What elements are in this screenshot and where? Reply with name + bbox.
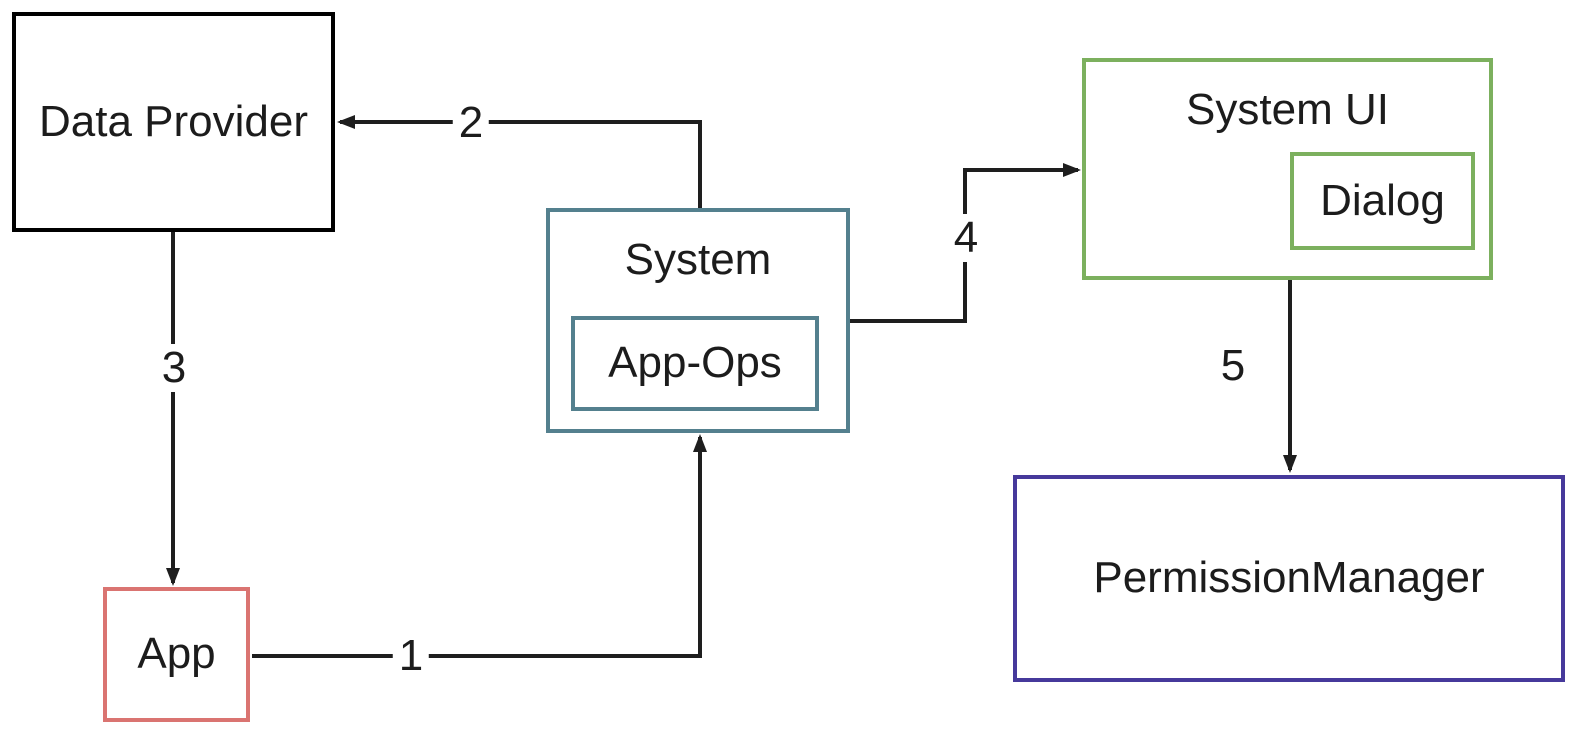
node-permission-manager-label: PermissionManager	[1093, 553, 1485, 603]
node-permission-manager: PermissionManager	[1013, 475, 1565, 682]
arrow-2-line	[337, 115, 702, 208]
node-data-provider: Data Provider	[12, 12, 335, 232]
arrow-2-label: 2	[452, 99, 490, 147]
arrow-3-label: 3	[155, 344, 193, 392]
arrow-1-label: 1	[392, 632, 430, 680]
node-system-ui: System UI Dialog	[1082, 58, 1493, 280]
node-dialog-label: Dialog	[1320, 175, 1445, 225]
arrow-4-label: 4	[947, 214, 985, 262]
node-system-label: System	[624, 235, 772, 284]
arrow-5-label: 5	[1214, 342, 1252, 390]
node-system-ui-label: System UI	[1186, 85, 1389, 134]
node-app-ops-label: App-Ops	[608, 338, 782, 388]
node-data-provider-label: Data Provider	[38, 96, 308, 146]
arrow-1-line	[252, 434, 707, 658]
node-dialog: Dialog	[1290, 152, 1475, 250]
node-app: App	[103, 587, 250, 722]
node-app-label: App	[137, 629, 216, 679]
node-app-ops: App-Ops	[571, 316, 819, 411]
node-system: System App-Ops	[546, 208, 850, 433]
